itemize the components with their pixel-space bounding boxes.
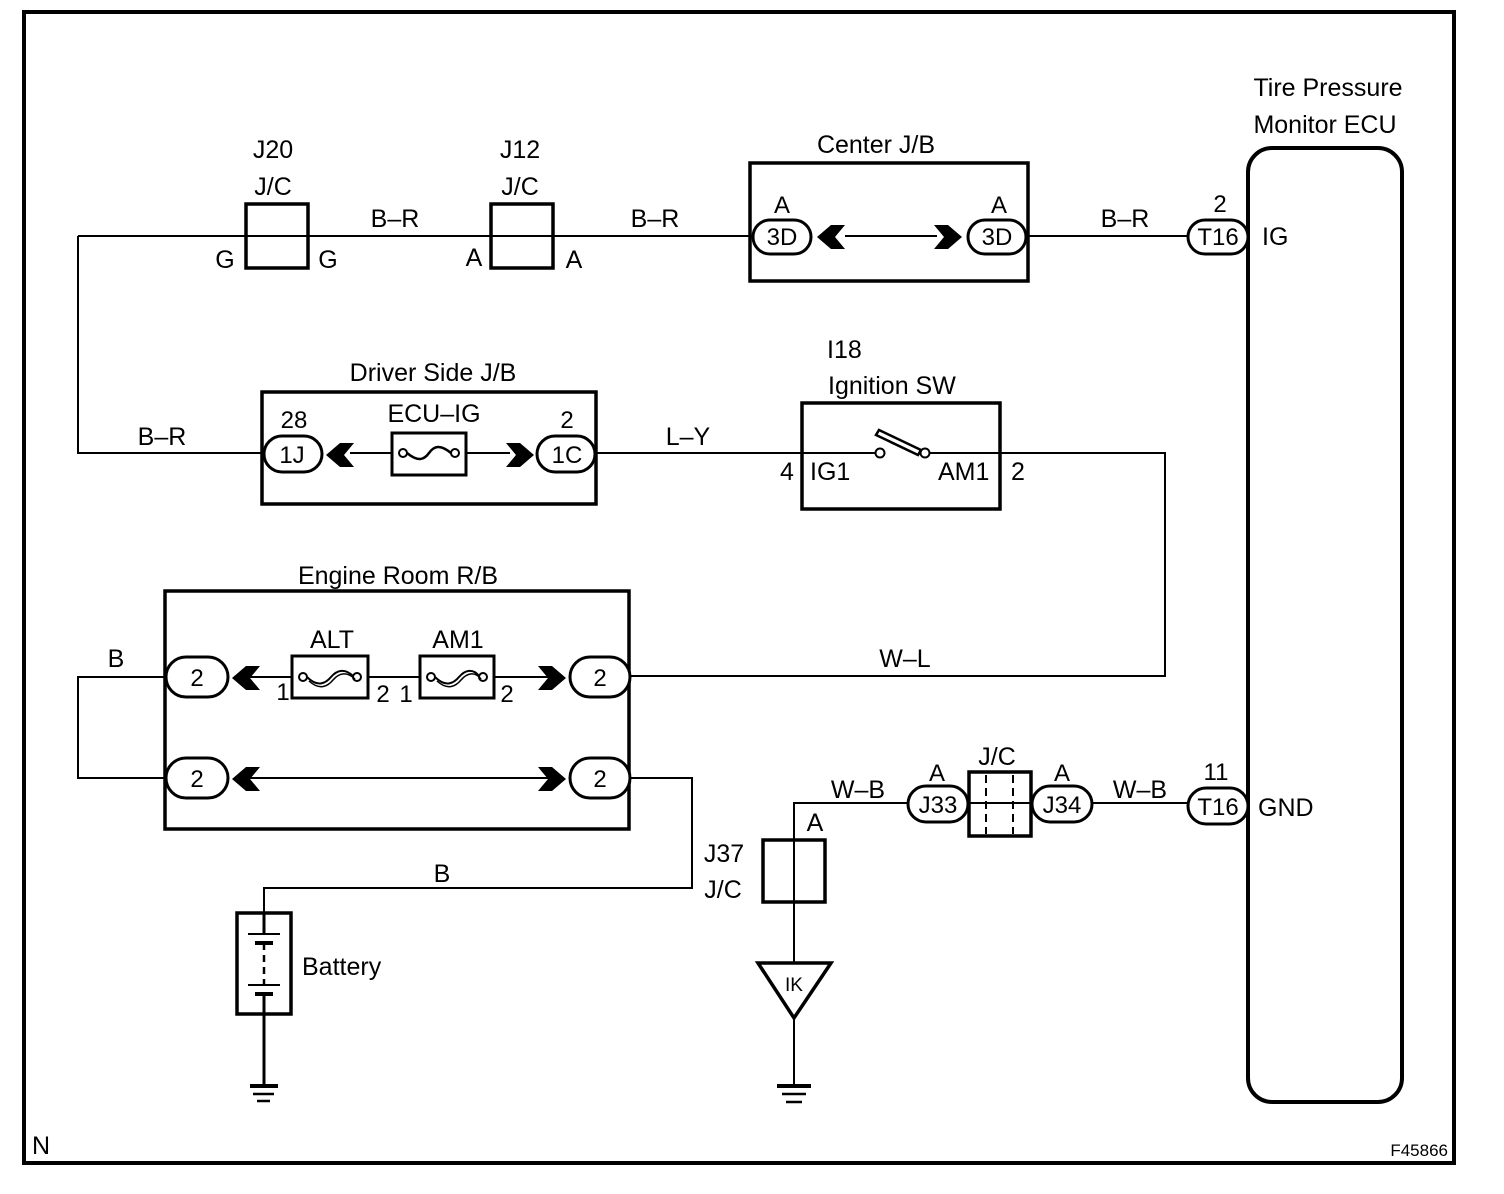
- wire-label: B: [108, 645, 125, 673]
- svg-text:3D: 3D: [982, 224, 1013, 251]
- svg-text:Tire Pressure: Tire Pressure: [1253, 74, 1402, 102]
- ground-icon: [250, 1084, 278, 1103]
- svg-text:GND: GND: [1258, 794, 1314, 822]
- ecu-connector-ig: T16 2: [1186, 191, 1250, 256]
- tire-pressure-monitor-ecu: Tire Pressure Monitor ECU IG GND: [1246, 74, 1404, 1104]
- engine-room-relay-block: Engine Room R/B 2 2 2 2 ALT 1 2 AM1 1 2: [163, 562, 632, 831]
- wire-label: B–R: [1101, 205, 1150, 233]
- svg-text:A: A: [807, 809, 824, 837]
- svg-text:A: A: [774, 192, 790, 219]
- svg-text:G: G: [318, 246, 337, 274]
- svg-text:A: A: [1054, 760, 1070, 787]
- svg-text:J/C: J/C: [978, 743, 1016, 771]
- svg-text:A: A: [466, 244, 483, 272]
- wire-w-b-ground: [793, 802, 908, 1085]
- svg-text:J/C: J/C: [704, 876, 742, 904]
- wire-label: W–B: [1113, 776, 1167, 804]
- svg-text:28: 28: [281, 407, 308, 434]
- svg-text:A: A: [566, 246, 583, 274]
- svg-text:2: 2: [1213, 191, 1226, 218]
- svg-text:2: 2: [593, 766, 606, 793]
- svg-text:J20: J20: [253, 136, 293, 164]
- svg-text:2: 2: [593, 665, 606, 692]
- diagram-frame: [22, 10, 1456, 1165]
- junction-j37: A J37 J/C: [704, 809, 827, 904]
- wire-label: W–B: [831, 776, 885, 804]
- wire-label: B–R: [371, 205, 420, 233]
- ecu-connector-gnd: T16 11: [1186, 759, 1250, 826]
- svg-text:Engine Room R/B: Engine Room R/B: [298, 562, 498, 590]
- svg-text:Center J/B: Center J/B: [817, 131, 935, 159]
- svg-text:1: 1: [399, 681, 412, 708]
- svg-text:2: 2: [1011, 458, 1025, 486]
- svg-text:J12: J12: [500, 136, 540, 164]
- svg-text:4: 4: [780, 458, 794, 486]
- svg-text:T16: T16: [1197, 794, 1238, 821]
- svg-text:3D: 3D: [767, 224, 798, 251]
- wire-label: B: [434, 860, 451, 888]
- wire-label: W–L: [879, 645, 931, 673]
- wire-w-l: [630, 452, 1166, 677]
- wire-label: L–Y: [666, 423, 711, 451]
- svg-text:A: A: [929, 760, 945, 787]
- svg-text:J/C: J/C: [254, 173, 292, 201]
- battery-label: Battery: [302, 953, 382, 981]
- svg-text:A: A: [991, 192, 1007, 219]
- svg-text:11: 11: [1204, 759, 1229, 786]
- ignition-switch: I18 Ignition SW 4 IG1 AM1 2: [780, 336, 1025, 511]
- wire-b-loop: [77, 676, 166, 779]
- junction-connector-j33-j34: J/C J33 A J34 A: [906, 743, 1094, 838]
- svg-text:IG: IG: [1262, 223, 1288, 251]
- svg-text:2: 2: [500, 681, 513, 708]
- svg-text:1C: 1C: [552, 442, 583, 469]
- ground-icon: [777, 1084, 811, 1104]
- wire-label: B–R: [138, 423, 187, 451]
- svg-text:G: G: [215, 246, 234, 274]
- wire-label: B–R: [631, 205, 680, 233]
- svg-text:J34: J34: [1043, 792, 1082, 819]
- switch-icon: [874, 428, 923, 457]
- svg-text:IK: IK: [785, 975, 803, 996]
- junction-j20: J20 J/C G G: [215, 136, 337, 274]
- svg-text:I18: I18: [827, 336, 862, 364]
- svg-text:2: 2: [560, 407, 573, 434]
- svg-text:ALT: ALT: [310, 626, 354, 654]
- svg-text:Monitor ECU: Monitor ECU: [1253, 111, 1396, 139]
- svg-text:Driver Side J/B: Driver Side J/B: [350, 359, 517, 387]
- svg-text:AM1: AM1: [938, 458, 989, 486]
- junction-j12: J12 J/C A A: [466, 136, 583, 274]
- driver-side-junction-block: Driver Side J/B 1J 28 1C 2 ECU–IG: [260, 359, 598, 506]
- center-junction-block: Center J/B 3D A 3D A: [748, 131, 1030, 283]
- svg-text:T16: T16: [1197, 224, 1238, 251]
- svg-text:J33: J33: [919, 792, 958, 819]
- svg-text:1J: 1J: [279, 442, 304, 469]
- figure-id: F45866: [1390, 1141, 1448, 1160]
- svg-text:1: 1: [276, 679, 289, 706]
- svg-text:J/C: J/C: [501, 173, 539, 201]
- svg-text:2: 2: [190, 665, 203, 692]
- svg-text:2: 2: [376, 681, 389, 708]
- svg-text:J37: J37: [704, 840, 744, 868]
- svg-text:ECU–IG: ECU–IG: [387, 400, 480, 428]
- wire-b-battery: [263, 777, 693, 914]
- svg-text:AM1: AM1: [432, 626, 483, 654]
- corner-code: N: [32, 1132, 50, 1160]
- wire-b-r-left-loop: [77, 236, 265, 454]
- battery-icon: [235, 911, 293, 1085]
- svg-text:IG1: IG1: [810, 458, 850, 486]
- svg-text:2: 2: [190, 766, 203, 793]
- svg-text:Ignition SW: Ignition SW: [828, 372, 956, 400]
- ground-point-ik: IK: [754, 961, 835, 1022]
